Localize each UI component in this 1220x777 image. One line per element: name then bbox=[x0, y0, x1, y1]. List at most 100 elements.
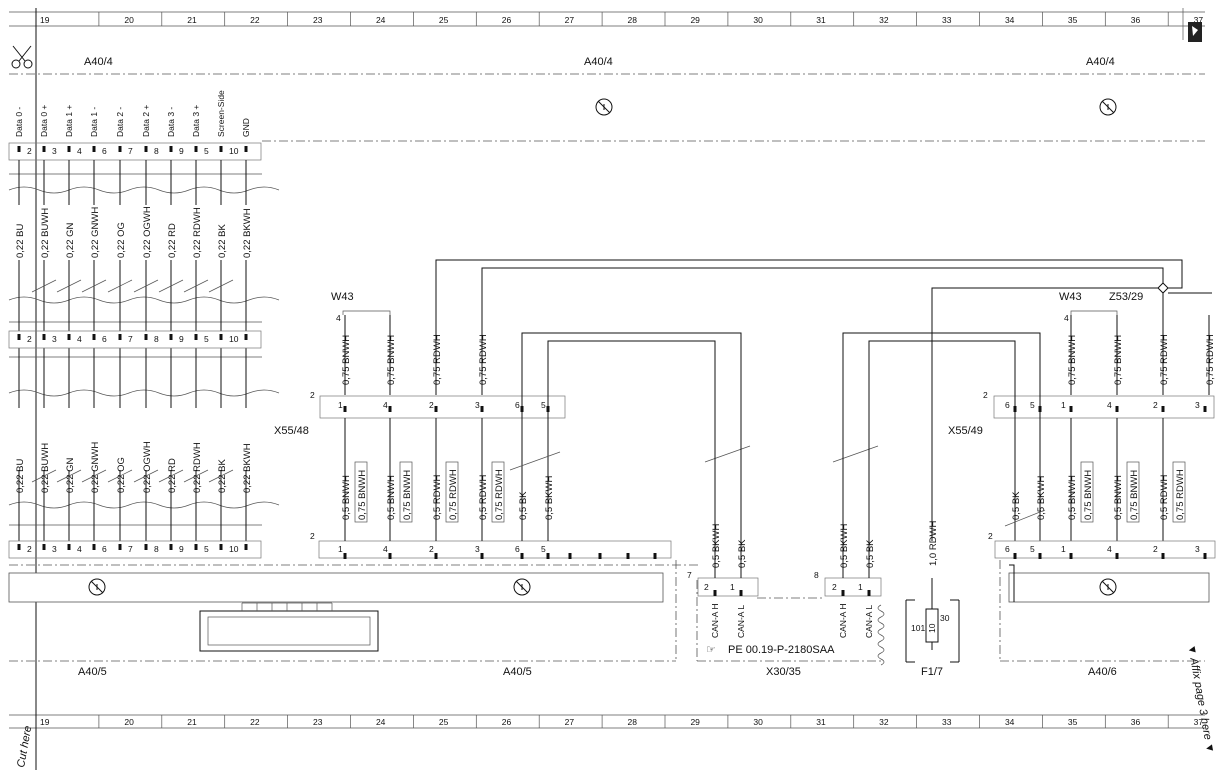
cable-wire-label: 0,22 OGWH bbox=[142, 206, 153, 258]
x30-35-group-left: 7 bbox=[687, 570, 692, 580]
f1-7-label: F1/7 bbox=[921, 666, 943, 678]
pin-contact bbox=[42, 544, 46, 550]
pin-number: 2 bbox=[27, 334, 32, 344]
routing-wire bbox=[481, 267, 1164, 315]
a40-5-connector bbox=[318, 540, 672, 559]
cable-wire-label: 0,22 BKWH bbox=[242, 208, 253, 258]
wire-shield bbox=[1172, 461, 1186, 523]
pin-contact bbox=[67, 544, 71, 550]
wire-label: 0,5 BKWH bbox=[711, 524, 722, 568]
a40-6-group: 2 bbox=[988, 531, 993, 541]
twist-mark bbox=[158, 469, 184, 483]
pin-number: 10 bbox=[229, 334, 239, 344]
pin-number: 7 bbox=[128, 544, 133, 554]
grid-column-number: 31 bbox=[816, 15, 826, 25]
grid-column-number: 35 bbox=[1068, 717, 1078, 727]
grid-column-number: 37 bbox=[1194, 15, 1204, 25]
routing-wire bbox=[435, 259, 1183, 315]
pin-number: 2 bbox=[27, 146, 32, 156]
pin-signal-label: Data 3 + bbox=[191, 105, 201, 137]
pin-contact bbox=[867, 590, 871, 596]
pin-signal-label: Data 0 - bbox=[14, 107, 24, 137]
wire-shield bbox=[1080, 461, 1094, 523]
grid-column-number: 28 bbox=[628, 15, 638, 25]
grid-column-number: 33 bbox=[942, 15, 952, 25]
grid-column-number: 24 bbox=[376, 15, 386, 25]
routing-wires bbox=[435, 259, 1212, 602]
wire-label: 0,75 BNWH bbox=[402, 470, 413, 520]
pin-contact bbox=[144, 146, 148, 152]
cable-wire-label: 0,22 BK bbox=[217, 459, 228, 493]
pin-signal-label: Data 2 + bbox=[141, 105, 151, 137]
cable-wire-label: 0,22 OGWH bbox=[142, 441, 153, 493]
mid-connector-block bbox=[8, 330, 262, 349]
w43-right-pin: 4 bbox=[1064, 313, 1069, 323]
pin-number: 10 bbox=[229, 146, 239, 156]
pin-contact bbox=[144, 544, 148, 550]
twist-mark bbox=[704, 445, 751, 463]
pin-contact bbox=[1115, 406, 1119, 412]
pin-number: 5 bbox=[541, 400, 546, 410]
pin-number: 7 bbox=[128, 146, 133, 156]
pin-number: 7 bbox=[128, 334, 133, 344]
x30-35-housing bbox=[696, 577, 885, 666]
wire-label: 0,75 RDWH bbox=[494, 469, 505, 520]
pin-signal-label: Data 2 - bbox=[115, 107, 125, 137]
twist-mark bbox=[31, 469, 57, 483]
twist-mark bbox=[509, 451, 561, 471]
wire-label: 0,75 BNWH bbox=[1067, 335, 1078, 385]
pin-contact bbox=[1115, 553, 1119, 559]
grid-column-number: 19 bbox=[40, 15, 50, 25]
grid-column-number: 19 bbox=[40, 717, 50, 727]
f1-7-fuse-housing bbox=[905, 599, 960, 663]
w43-right-label: W43 bbox=[1059, 291, 1082, 303]
a40-5-left-label: A40/5 bbox=[78, 666, 107, 678]
pin-number: 2 bbox=[429, 544, 434, 554]
wire-label: 0,75 BNWH bbox=[386, 335, 397, 385]
pin-number: 1 bbox=[338, 400, 343, 410]
pin-number: 8 bbox=[154, 146, 159, 156]
twist-mark bbox=[107, 469, 133, 483]
grid-column-number: 33 bbox=[942, 717, 952, 727]
grid-column-number: 32 bbox=[879, 15, 889, 25]
pin-contact bbox=[194, 544, 198, 550]
w43-left-pin: 4 bbox=[336, 313, 341, 323]
pin-number: 5 bbox=[1030, 400, 1035, 410]
pin-signal-label: GND bbox=[241, 118, 251, 137]
wire-label: 0,75 RDWH bbox=[478, 334, 489, 385]
f1-7-pin-b: 30 bbox=[940, 613, 950, 623]
cable-wire-label: 0,22 GN bbox=[65, 222, 76, 258]
pin-contact bbox=[219, 334, 223, 340]
pin-number: 3 bbox=[475, 544, 480, 554]
ground-symbol-icon bbox=[1099, 98, 1117, 116]
pin-contact bbox=[42, 146, 46, 152]
x55-49-group: 2 bbox=[983, 390, 988, 400]
wire-label: 0,75 BNWH bbox=[1129, 470, 1140, 520]
f1-7-wire: 1,0 RDWH bbox=[928, 520, 939, 566]
twist-mark bbox=[31, 279, 57, 293]
twist-mark bbox=[56, 469, 82, 483]
pin-contact bbox=[626, 553, 630, 559]
wire-label: 0,5 BNWH bbox=[1067, 475, 1078, 520]
ground-symbol-icon bbox=[1099, 578, 1117, 596]
wire-label: 0,5 RDWH bbox=[478, 474, 489, 520]
grid-column-number: 30 bbox=[753, 15, 763, 25]
wire-label: 0,5 BKWH bbox=[544, 476, 555, 520]
pin-number: 10 bbox=[229, 544, 239, 554]
bottom-connector-block bbox=[8, 540, 262, 559]
a40-4-right-label: A40/4 bbox=[1086, 56, 1115, 68]
twist-mark bbox=[832, 445, 879, 463]
cable-wire-label: 0,22 RD bbox=[167, 223, 178, 258]
grid-column-number: 21 bbox=[187, 15, 197, 25]
wire-label: 0,5 BKWH bbox=[839, 524, 850, 568]
wire-label: 0,75 BNWH bbox=[341, 335, 352, 385]
cable-wire-label: 0,22 RDWH bbox=[192, 207, 203, 258]
wire-shield bbox=[445, 461, 459, 523]
x55-49-connector bbox=[993, 395, 1215, 419]
twist-mark bbox=[158, 279, 184, 293]
pin-contact bbox=[67, 146, 71, 152]
